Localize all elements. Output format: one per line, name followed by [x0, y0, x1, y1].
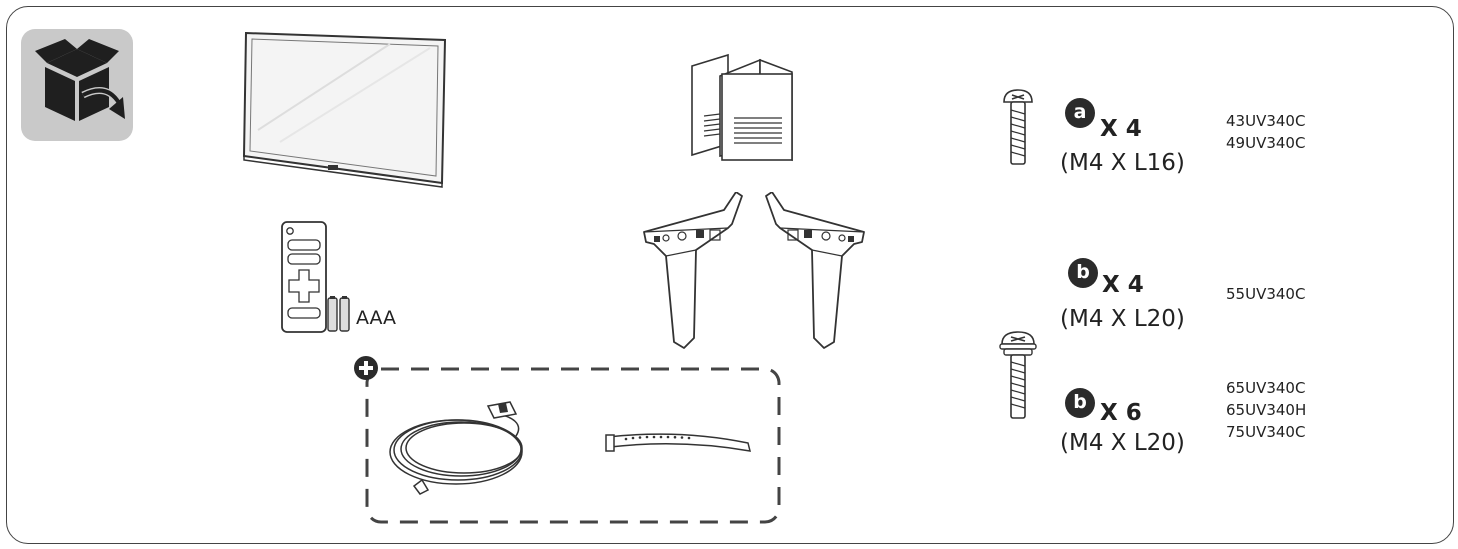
model-name: 65UV340C — [1226, 379, 1306, 397]
model-name: 75UV340C — [1226, 423, 1306, 441]
model-list: 55UV340C — [1226, 283, 1305, 305]
stand-icon — [636, 191, 748, 350]
screw-spec: (M4 X L16) — [1060, 150, 1185, 176]
unbox-icon — [21, 29, 133, 141]
plus-icon — [353, 355, 379, 381]
model-name: 65UV340H — [1226, 401, 1307, 419]
model-name: 43UV340C — [1226, 112, 1306, 130]
screw-badge-b: b — [1068, 258, 1098, 288]
stand-icon — [760, 191, 872, 350]
screw-icon — [996, 330, 1040, 422]
tv-icon — [240, 30, 450, 190]
cable-tie-icon — [600, 425, 760, 465]
screw-quantity: X 4 — [1100, 116, 1142, 142]
screw-icon — [1000, 88, 1036, 168]
power-cord-icon — [386, 400, 556, 500]
screw-spec: (M4 X L20) — [1060, 430, 1185, 456]
model-list: 43UV340C 49UV340C — [1226, 110, 1305, 154]
screw-badge-a: a — [1065, 98, 1095, 128]
optional-items-box — [360, 360, 785, 528]
batteries-label: AAA — [356, 307, 397, 329]
model-name: 55UV340C — [1226, 285, 1306, 303]
screw-badge-b: b — [1065, 388, 1095, 418]
manual-icon — [690, 52, 800, 162]
screw-spec: (M4 X L20) — [1060, 306, 1185, 332]
remote-control-icon — [280, 220, 328, 335]
model-list: 65UV340C 65UV340H 75UV340C — [1226, 377, 1306, 443]
screw-quantity: X 6 — [1100, 400, 1142, 426]
model-name: 49UV340C — [1226, 134, 1306, 152]
accessories-panel — [6, 6, 1454, 544]
batteries-icon — [327, 296, 351, 332]
screw-quantity: X 4 — [1102, 272, 1144, 298]
